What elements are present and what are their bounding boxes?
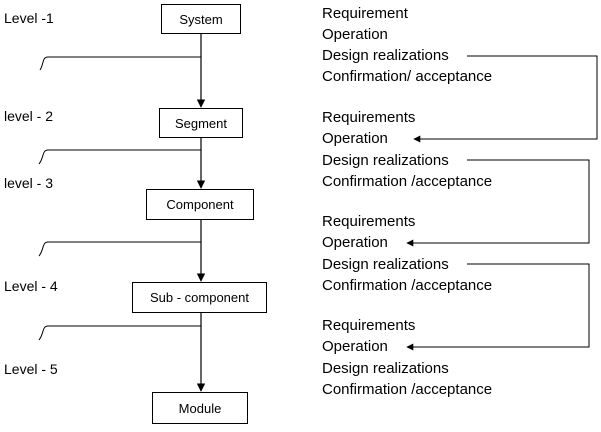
level-label-1: Level -1 [4,10,54,26]
node-module: Module [152,392,248,424]
level-brace-3 [38,241,201,257]
node-system: System [161,4,241,34]
right-text-line: Operation [322,26,388,43]
right-text-line: Confirmation /acceptance [322,277,493,294]
level-brace-2 [38,149,201,165]
right-text-line: Requirements [322,213,416,230]
feedback-arrow-1 [413,55,598,143]
right-text-line: Requirement [322,5,408,22]
level-label-5: Level - 5 [4,361,58,377]
right-text-line: Confirmation/ acceptance [322,68,493,85]
level-label-2: level - 2 [4,108,54,124]
right-text-line: Confirmation /acceptance [322,173,493,190]
right-text-line: Requirements [322,317,416,334]
right-text-line: Operation [322,338,388,355]
right-text-line: Design realizations [322,152,449,169]
node-segment: Segment [159,108,243,138]
level-brace-4 [38,325,201,341]
feedback-arrow-2 [406,159,590,247]
node-component: Component [146,189,254,220]
feedback-arrow-3 [406,263,590,351]
level-label-4: Level - 4 [4,278,58,294]
right-text-line: Operation [322,234,388,251]
right-text-line: Design realizations [322,360,449,377]
right-text-line: Design realizations [322,256,449,273]
level-label-3: level - 3 [4,175,54,191]
node-sub-component: Sub - component [132,282,267,313]
level-brace-1 [39,56,201,71]
right-text-line: Confirmation /acceptance [322,381,493,398]
right-text-line: Operation [322,130,388,147]
right-text-line: Design realizations [322,47,449,64]
right-text-line: Requirements [322,109,416,126]
